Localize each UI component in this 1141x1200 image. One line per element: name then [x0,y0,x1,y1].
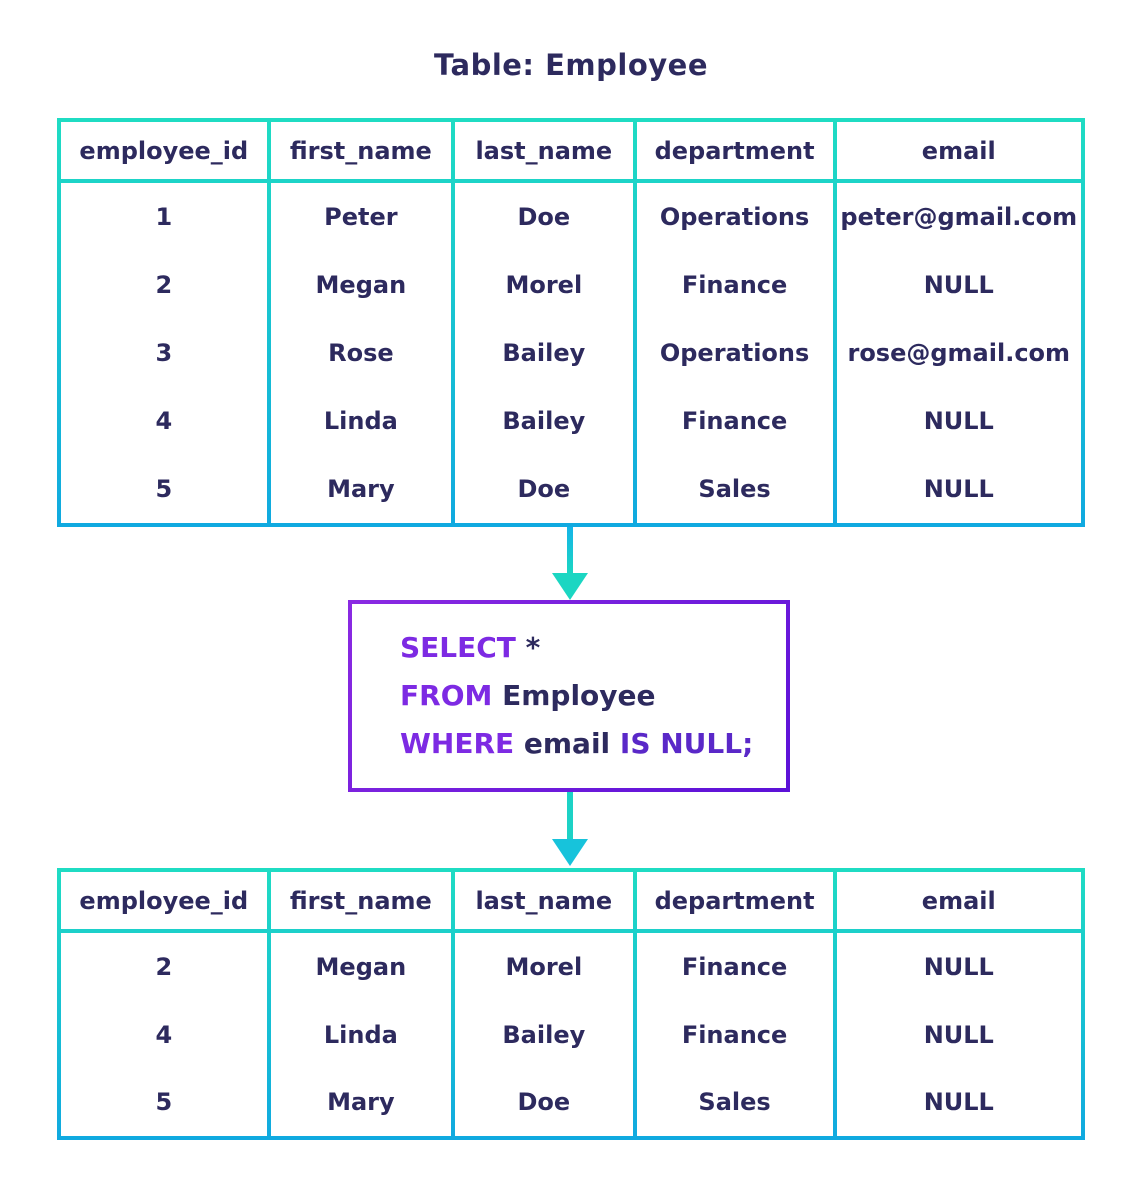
table-cell: Doe [517,1088,571,1117]
table-cell: Finance [681,271,788,299]
table-cell: Sales [698,475,771,503]
query-line: SELECT * [400,624,776,672]
column-header: department [636,122,833,179]
column-header: first_name [270,122,452,179]
column-header: last_name [455,872,633,929]
table-cell: 2 [155,271,173,299]
table-column: NULL NULL NULL [836,933,1081,1136]
table-cell: NULL [923,1088,994,1117]
query-token-keyword: SELECT [400,631,526,664]
table-cell: Peter [324,203,398,231]
table-cell: Finance [681,1020,788,1049]
table-cell: Sales [698,1088,771,1117]
table-cell: Mary [327,475,395,503]
table-cell: Doe [517,203,571,231]
table-cell: Bailey [502,339,586,367]
table-cell: 2 [155,952,173,981]
column-header: last_name [455,122,633,179]
query-token-keyword: WHERE [400,727,524,760]
table-cell: 4 [155,407,173,435]
table-cell: NULL [923,952,994,981]
arrow-line [567,792,573,839]
column-header: employee_id [61,872,267,929]
table-cell: NULL [923,407,994,435]
table-cell: rose@gmail.com [847,339,1071,367]
table-column: 1 2 3 4 5 [61,183,267,523]
table-cell: Operations [659,203,810,231]
table-cell: Mary [327,1088,395,1117]
column-header: department [636,872,833,929]
arrow-head [552,573,588,600]
column-header: email [836,872,1081,929]
table-cell: 1 [155,203,173,231]
table-cell: Megan [315,271,407,299]
arrow-line [567,527,573,573]
query-token-identifier: email [523,727,620,760]
arrow-down-icon [552,792,588,866]
column-header: first_name [270,872,452,929]
query-token-identifier: * [525,631,541,664]
table-cell: Morel [505,271,583,299]
table-cell: 4 [155,1020,173,1049]
table-cell: NULL [923,271,994,299]
query-token-operator: IS NULL; [619,727,754,760]
query-token-keyword: FROM [400,679,503,712]
query-line: FROM Employee [400,672,776,720]
table-cell: Morel [505,952,583,981]
page-title: Table: Employee [433,48,709,82]
table-cell: Megan [315,952,407,981]
table-cell: peter@gmail.com [840,203,1078,231]
table-cell: Bailey [502,407,586,435]
arrow-down-icon [552,527,588,600]
table-cell: Finance [681,407,788,435]
column-header: email [836,122,1081,179]
table-cell: 5 [155,475,173,503]
table-cell: NULL [923,475,994,503]
table-cell: Linda [323,407,398,435]
query-line: WHERE email IS NULL; [400,720,776,768]
table-cell: Rose [328,339,394,367]
table-cell: Finance [681,952,788,981]
table-cell: 3 [155,339,173,367]
table-cell: Operations [659,339,810,367]
table-cell: Linda [323,1020,398,1049]
arrow-head [552,839,588,866]
table-cell: Doe [517,475,571,503]
table-cell: NULL [923,1020,994,1049]
table-cell: 5 [155,1088,173,1117]
table-cell: Bailey [502,1020,586,1049]
table-column: 2 4 5 [61,933,267,1136]
query-token-identifier: Employee [502,679,656,712]
column-header: employee_id [61,122,267,179]
